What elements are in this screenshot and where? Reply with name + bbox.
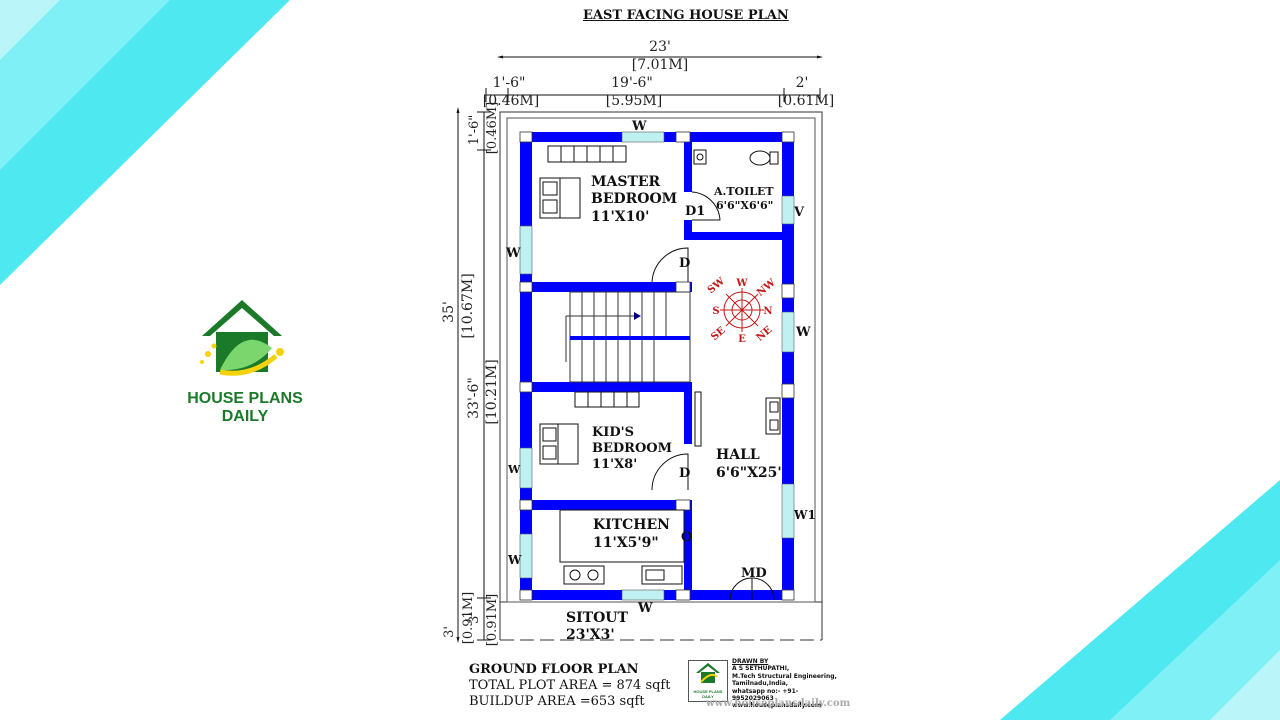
sink-icon (641, 565, 683, 585)
left-mid-ft: 33'-6" (466, 377, 482, 419)
opening-label-kitchen: O (681, 530, 692, 545)
decorative-corner-bottom-right (1000, 480, 1280, 720)
top-right-ft: 2' (796, 75, 809, 91)
stove-icon (563, 565, 605, 585)
left-dimension-lines (456, 107, 491, 643)
left-total-ft: 35' (441, 301, 457, 323)
watermark-url: www.houseplansdaily.com (706, 698, 851, 709)
compass-w: W (735, 278, 748, 289)
top-total-ft: 23' (649, 39, 671, 55)
hall-name: HALL (716, 447, 760, 463)
left-mid-m: [10.21M] (484, 359, 500, 424)
kids-wardrobe-icon (574, 391, 640, 408)
top-left-ft: 1'-6" (493, 75, 526, 91)
master-bed-icon (539, 177, 581, 219)
door-label-master: D (679, 256, 690, 271)
tv-unit-icon (694, 391, 702, 447)
compass-icon (720, 288, 764, 332)
compass-s: S (712, 306, 719, 317)
main-door-label: MD (741, 566, 767, 581)
left-bottom2-m: [0.91M] (485, 594, 500, 646)
top-right-m: [0.61M] (778, 93, 834, 109)
notes-heading: GROUND FLOOR PLAN (469, 662, 639, 677)
total-plot-area: TOTAL PLOT AREA = 874 sqft (469, 678, 671, 693)
toilet-name: A.TOILET (713, 185, 774, 198)
kids-name-2: BEDROOM (592, 441, 672, 456)
kids-size: 11'X8' (592, 457, 637, 472)
compass-nw: NW (755, 277, 778, 299)
sitout-name: SITOUT (566, 610, 628, 626)
window1-label-hall: W1 (793, 508, 816, 522)
top-total-m: [7.01M] (632, 57, 688, 73)
house-stamp-icon (696, 663, 720, 683)
buildup-area: BUILDUP AREA =653 sqft (469, 694, 645, 709)
ventilator-label: V (793, 205, 805, 220)
compass-ne: NE (754, 324, 774, 343)
top-mid-ft: 19'-6" (611, 75, 653, 91)
credits-line6: www.houseplansdaily.com (732, 702, 822, 710)
window-label-hall-right: W (795, 325, 811, 340)
kitchen-size: 11'X5'9" (593, 535, 659, 551)
window-label-top: W (631, 119, 647, 134)
decorative-corner-top-left (0, 0, 290, 285)
compass-se: SE (709, 325, 728, 343)
left-top-ft: 1'-6" (467, 115, 482, 146)
brand-name-line1: HOUSE PLANS (187, 390, 303, 407)
master-size: 11'X10' (591, 209, 649, 225)
stair-arrow-icon (634, 312, 641, 320)
compass-e: E (738, 334, 746, 345)
credits-text: DRAWN BY A S SETHUPATHI, M.Tech Structur… (732, 658, 838, 710)
master-wardrobe-icon (547, 145, 627, 163)
credits-line3: M.Tech Structural Engineering, (732, 672, 837, 680)
columns (519, 131, 795, 601)
credits-line4: Tamilnadu,India, (732, 680, 789, 688)
area-notes: GROUND FLOOR PLAN TOTAL PLOT AREA = 874 … (469, 662, 670, 710)
brand-stamp: HOUSE PLANS DAILY (688, 660, 728, 702)
brand-name-line2: DAILY (221, 408, 269, 425)
kids-bed-icon (539, 423, 579, 465)
left-bottom-m: [0.91M] (461, 592, 476, 644)
top-dimension-lines (485, 55, 823, 102)
left-total-m: [10.67M] (460, 273, 476, 338)
sofa-icon (765, 397, 781, 435)
top-left-m: [0.46M] (483, 93, 539, 109)
house-logo-icon (200, 300, 284, 376)
left-top-m: [0.46M] (485, 102, 500, 154)
compass-sw: SW (706, 275, 728, 296)
kitchen-counter (559, 509, 685, 563)
door1-label-toilet: D1 (685, 204, 705, 219)
credits-line1: DRAWN BY (732, 658, 769, 665)
sitout-size: 23'X3' (566, 627, 615, 643)
window-label-master-left: W (505, 246, 521, 261)
windows (519, 131, 795, 601)
toilet-size: 6'6"X6'6" (716, 199, 773, 212)
master-name-2: BEDROOM (591, 191, 677, 207)
left-bottom2-ft: 3' (467, 612, 482, 624)
stamp-line1: HOUSE PLANS (693, 689, 723, 694)
window-label-kitchen-left: W (507, 553, 522, 567)
door-label-kids: D (679, 466, 690, 481)
credits-block: HOUSE PLANS DAILY DRAWN BY A S SETHUPATH… (688, 658, 850, 718)
window-label-bottom: W (637, 601, 653, 616)
page-title: EAST FACING HOUSE PLAN (583, 8, 789, 23)
credits-line2: A S SETHUPATHI, (732, 665, 790, 673)
credits-line5: whatsapp no:- +91-9952029063 (732, 687, 799, 703)
doors (651, 191, 775, 601)
stamp-line2: DAILY (702, 694, 714, 699)
plot-inner-boundary (506, 117, 816, 603)
kitchen-name: KITCHEN (593, 517, 670, 533)
window-label-kids-left: W (507, 463, 521, 476)
stair-divider-wall (570, 336, 690, 340)
master-name-1: MASTER (591, 174, 661, 190)
kids-name-1: KID'S (592, 425, 634, 440)
left-bottom-ft: 3' (442, 626, 457, 638)
toilet-fixtures (693, 149, 779, 166)
brand-logo: HOUSE PLANS DAILY (180, 296, 310, 426)
hall-size: 6'6"X25' (716, 465, 782, 481)
compass-n: N (763, 306, 772, 317)
top-mid-m: [5.95M] (606, 93, 662, 109)
